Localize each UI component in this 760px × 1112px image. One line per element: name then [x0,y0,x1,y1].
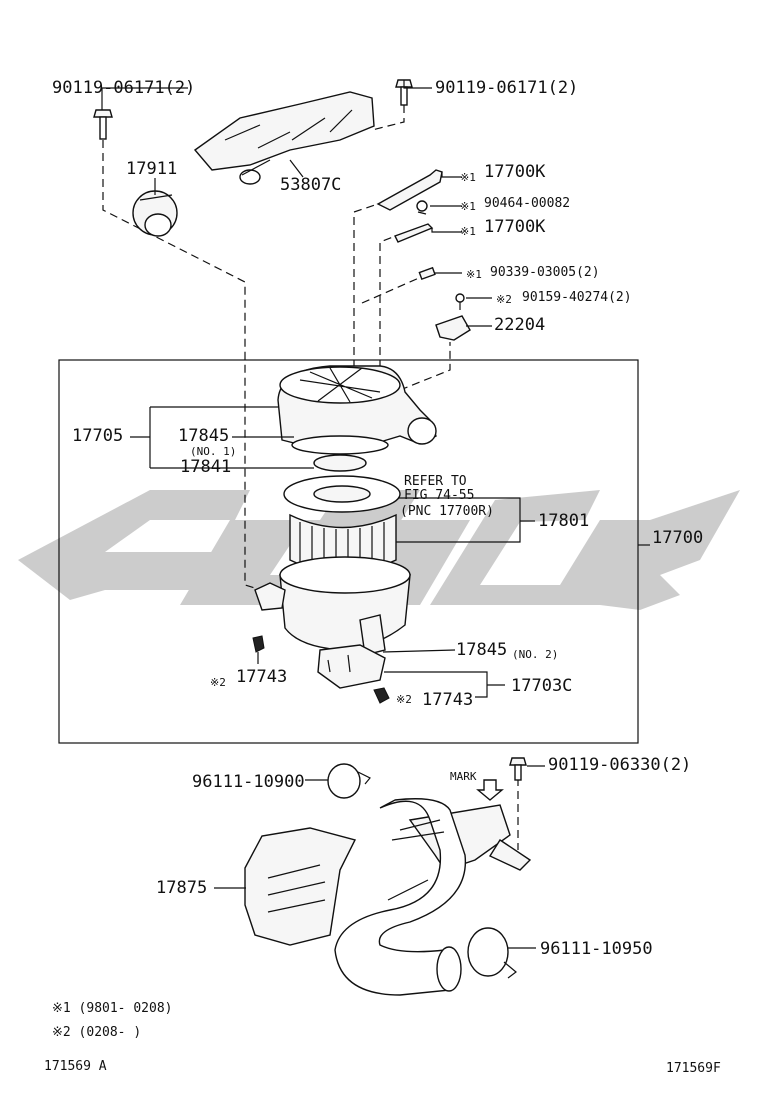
footnote-2: ※2 (0208- ) [52,1025,141,1040]
label-bolt-top-left[interactable]: 90119-06171(2) [52,78,195,98]
inlet-17911-icon [132,190,178,237]
sensor-22204-icon [435,315,471,341]
label-17875[interactable]: 17875 [156,878,207,898]
label-no1: (NO. 1) [190,445,236,458]
ring-17841-icon [313,454,367,472]
label-17700k-1[interactable]: 17700K [484,162,546,182]
mount-17743-left-icon [252,635,265,653]
air-cleaner-case-icon [254,556,411,656]
label-90159[interactable]: 90159-40274(2) [522,290,632,305]
note-17700k-2: ※1 [460,225,476,238]
note-17743-right: ※2 [396,693,412,706]
bracket-17703c-icon [317,644,386,689]
note-17700k-1: ※1 [460,171,476,184]
label-22204[interactable]: 22204 [494,315,545,335]
part-labels: 90119-06171(2) 90119-06171(2) 17911 5380… [44,78,721,1076]
mark-arrow-icon [476,779,504,801]
refer-line-3: (PNC 17700R) [400,504,494,519]
label-no2: (NO. 2) [512,648,558,661]
label-17911[interactable]: 17911 [126,159,177,179]
footnote-1: ※1 (9801- 0208) [52,1001,172,1016]
label-17801[interactable]: 17801 [538,511,589,531]
bolt-top-left-icon [93,109,113,140]
label-17705[interactable]: 17705 [72,426,123,446]
label-53807c[interactable]: 53807C [280,175,341,195]
label-17700k-2[interactable]: 17700K [484,217,546,237]
leader-lines [101,80,650,949]
label-mark: MARK [450,770,477,783]
clamp-96111-10900-icon [327,763,371,799]
hose-17700k-lower-icon [394,223,434,243]
label-bolt-top-right[interactable]: 90119-06171(2) [435,78,578,98]
label-17700[interactable]: 17700 [652,528,703,548]
footer-code-left: 171569 A [44,1059,107,1074]
bolt-90119-06330-icon [509,757,527,781]
assembly-box [58,359,639,744]
note-17743-left: ※2 [210,676,226,689]
label-17743-right[interactable]: 17743 [422,690,473,710]
label-17841[interactable]: 17841 [180,457,231,477]
refer-line-2: FIG 74-55 [404,488,474,503]
hose-17700k-upper-icon [376,169,443,211]
clip-90464-icon [416,200,428,215]
screw-90159-icon [455,293,465,310]
clamp-96111-10950-icon [467,927,517,979]
label-96111-10900[interactable]: 96111-10900 [192,772,305,792]
label-96111-10950[interactable]: 96111-10950 [540,939,653,959]
resonator-17875-icon [244,798,532,996]
plug-90339-icon [418,266,436,281]
label-90119-06330[interactable]: 90119-06330(2) [548,755,691,775]
footer-code-right: 171569F [666,1061,721,1076]
note-90339: ※1 [466,268,482,281]
label-90339[interactable]: 90339-03005(2) [490,265,600,280]
label-17743-left[interactable]: 17743 [236,667,287,687]
gasket-17845-no1-icon [291,435,389,455]
note-90159: ※2 [496,293,512,306]
air-cleaner-cap-icon [277,365,437,449]
label-17845-no2[interactable]: 17845 [456,640,507,660]
label-17845-no1[interactable]: 17845 [178,426,229,446]
label-17703c[interactable]: 17703C [511,676,572,696]
label-90464[interactable]: 90464-00082 [484,196,570,211]
refer-line-1: REFER TO [404,474,467,489]
duct-53807c-icon [193,91,375,185]
note-90464: ※1 [460,200,476,213]
mount-17743-right-icon [373,687,390,704]
dashed-leaders [102,105,519,850]
